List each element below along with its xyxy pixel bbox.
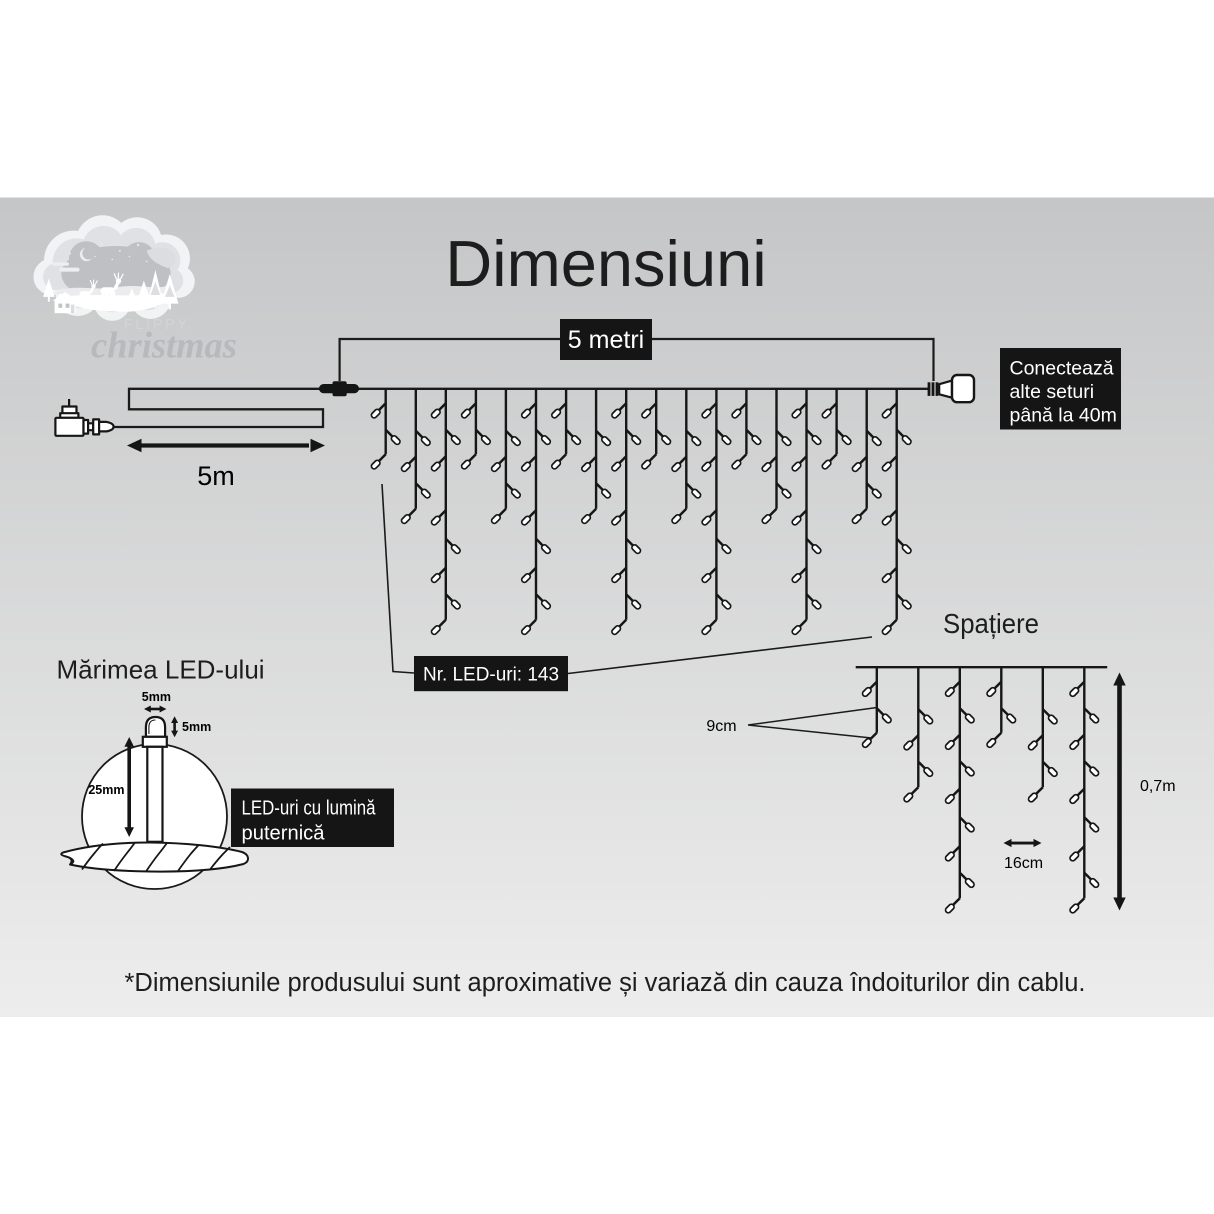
svg-text:FLIPPY.: FLIPPY. xyxy=(124,317,195,333)
svg-text:alte seturi: alte seturi xyxy=(1010,381,1095,403)
svg-text:Nr. LED-uri: 143: Nr. LED-uri: 143 xyxy=(423,664,559,686)
svg-text:9cm: 9cm xyxy=(706,718,736,735)
svg-text:Mărimea LED-ului: Mărimea LED-ului xyxy=(57,655,265,685)
svg-text:până la 40m: până la 40m xyxy=(1010,405,1117,427)
svg-text:Conectează: Conectează xyxy=(1010,358,1114,380)
svg-text:christmas: christmas xyxy=(91,324,237,365)
svg-text:5mm: 5mm xyxy=(142,690,171,704)
svg-text:5m: 5m xyxy=(197,461,235,491)
svg-text:Dimensiuni: Dimensiuni xyxy=(445,227,767,300)
svg-text:puternică: puternică xyxy=(242,822,326,845)
svg-text:5 metri: 5 metri xyxy=(568,326,644,354)
svg-text:0,7m: 0,7m xyxy=(1140,778,1176,795)
svg-text:5mm: 5mm xyxy=(182,720,211,734)
svg-text:16cm: 16cm xyxy=(1004,855,1043,872)
svg-text:LED-uri cu lumină: LED-uri cu lumină xyxy=(242,797,376,820)
svg-text:25mm: 25mm xyxy=(88,783,124,797)
svg-text:Spațiere: Spațiere xyxy=(943,608,1039,639)
svg-text:*Dimensiunile produsului sunt: *Dimensiunile produsului sunt aproximati… xyxy=(125,969,1086,997)
